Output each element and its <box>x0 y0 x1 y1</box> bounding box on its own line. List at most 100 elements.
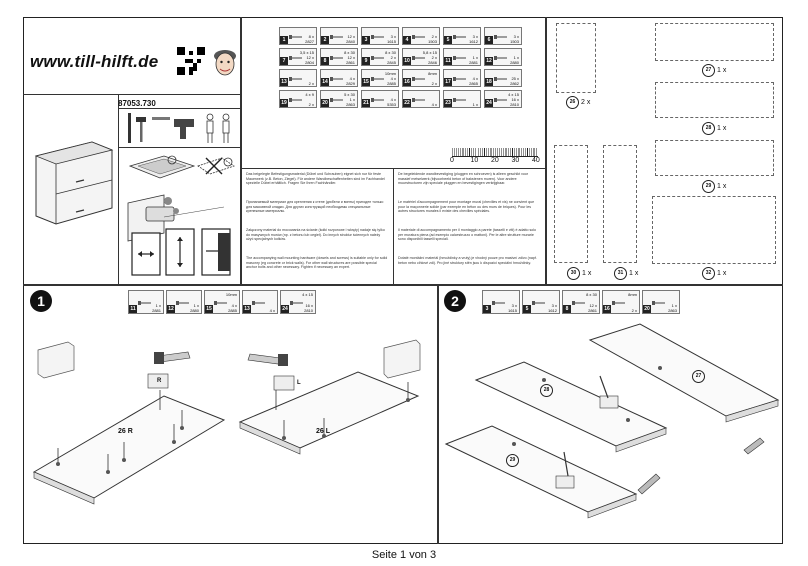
wall-mounting-note: The accompanying wall mounting hardware … <box>246 256 388 270</box>
part-code: 2840 <box>346 39 355 44</box>
panel-number: 29 <box>702 180 715 193</box>
wall-mounting-note: Dotaté montážní materiál (hmoždinky a vr… <box>398 256 538 265</box>
hardware-item-number: 20 <box>321 99 329 107</box>
hardware-item-number: 7 <box>280 57 288 65</box>
quantity: 4 x <box>390 97 396 102</box>
cabinet-illustration <box>34 141 114 225</box>
hardware-item-quantity: 1 x <box>473 102 478 107</box>
panel-quantity: 1 x <box>717 270 727 277</box>
part-code: 2863 <box>346 102 355 107</box>
screw-icon <box>494 35 507 39</box>
hardware-item-number: 8 <box>563 305 571 313</box>
panel-label-28: 28 1 x <box>702 122 726 135</box>
step-number: 1 <box>30 290 52 312</box>
step-2-assembly-illustration <box>444 323 780 519</box>
hardware-item-number: 6 <box>485 36 493 44</box>
quantity: 16 x <box>305 303 313 308</box>
qr-code-icon <box>177 47 205 75</box>
quantity: 1 x <box>349 97 355 102</box>
screw-icon <box>371 98 384 102</box>
quantity: 1 x <box>472 55 478 60</box>
panel-27 <box>655 23 774 61</box>
part-code: 2881 <box>469 60 478 65</box>
screw-icon <box>532 301 545 305</box>
ruler-label: 30 <box>511 157 520 164</box>
hardware-item-dimension: 4 x 15 <box>302 292 313 297</box>
hardware-item-number: 9 <box>362 57 370 65</box>
part-code: 2861 <box>346 60 355 65</box>
screw-icon <box>330 98 343 102</box>
hardware-item-number: 22 <box>403 99 411 107</box>
panel-label-30: 30 1 x <box>567 267 591 280</box>
screw-icon <box>612 301 625 305</box>
hardware-item-number: 13 <box>280 78 288 86</box>
brand-website: www.till-hilft.de <box>30 52 159 71</box>
quantity: 1 x <box>472 102 478 107</box>
panel-quantity: 1 x <box>717 125 727 132</box>
screw-icon <box>289 35 302 39</box>
panel-quantity: 1 x <box>717 67 727 74</box>
hardware-item-quantity: 4 x <box>270 308 275 313</box>
screw-icon <box>652 301 665 305</box>
hardware-item-number: 4 <box>403 36 411 44</box>
quantity: 3 x <box>511 303 517 308</box>
panel-number: 28 <box>702 122 715 135</box>
ruler-label: 20 <box>491 157 499 164</box>
screw-icon <box>138 301 151 305</box>
screw-icon <box>371 56 384 60</box>
quantity: 3 x <box>472 34 478 39</box>
hardware-item-dimension: 8mm <box>428 71 437 76</box>
panel-26 <box>556 23 596 93</box>
screw-icon <box>330 77 343 81</box>
quantity: 4 x <box>231 303 237 308</box>
quantity: 4 x <box>472 76 478 81</box>
step-1-hinge-r: R <box>157 378 162 384</box>
hardware-item-dimension: 8 x 30 <box>344 50 355 55</box>
hardware-item-number: 16 <box>603 305 611 313</box>
quantity: 2 x <box>431 55 437 60</box>
quantity: 2 x <box>390 55 396 60</box>
part-code: 2863 <box>668 308 677 313</box>
panel-number: 32 <box>702 267 715 280</box>
hardware-item-number: 21 <box>362 99 370 107</box>
screw-icon <box>412 98 425 102</box>
quantity: 2 x <box>431 81 437 86</box>
screw-icon <box>252 301 265 305</box>
part-code: 2827 <box>305 39 314 44</box>
hardware-item-number: 20 <box>643 305 651 313</box>
part-code: 2829 <box>346 81 355 86</box>
part-code: 2862 <box>510 81 519 86</box>
wall-mounting-note: De begeleidende wandbevestiging (pluggen… <box>398 172 529 186</box>
part-code: 2880 <box>190 308 199 313</box>
hardware-item-number: 5 <box>523 305 531 313</box>
hardware-item-dimension: 8mm <box>628 292 637 297</box>
divider-brand-bottom <box>23 94 240 95</box>
screw-icon <box>371 77 384 81</box>
quantity: 2 x <box>308 102 314 107</box>
hardware-item-number: 10 <box>403 57 411 65</box>
wall-mounting-note: Прилагаемый материал для крепления к сте… <box>246 200 384 214</box>
hardware-item-number: 16 <box>403 78 411 86</box>
divider-art-bottom <box>118 108 240 109</box>
hardware-item-number: 23 <box>444 99 452 107</box>
quantity: 1 x <box>155 303 161 308</box>
hardware-item-number: 11 <box>444 57 452 65</box>
